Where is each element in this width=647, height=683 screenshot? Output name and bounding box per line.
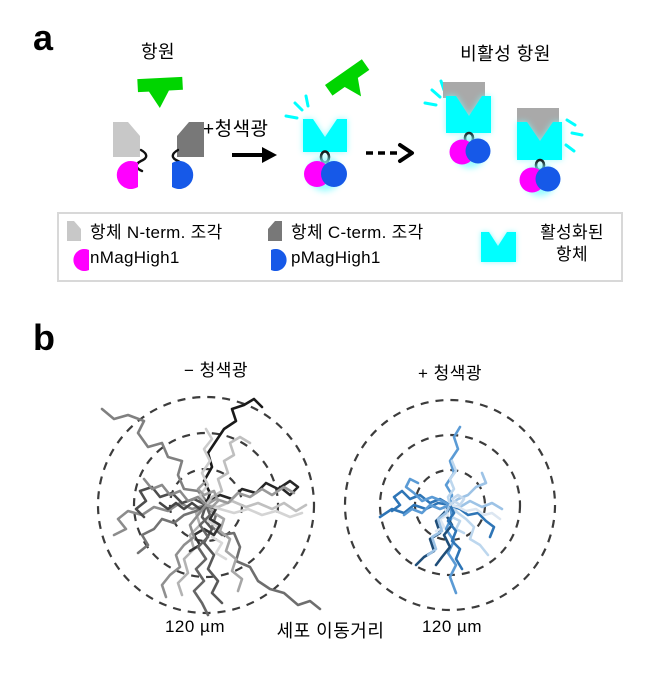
cell-track <box>378 501 452 519</box>
n-term-fragment-shape <box>113 122 140 157</box>
antigen-shape <box>137 76 183 109</box>
activated-antibody-shape <box>517 122 562 160</box>
sparkle-line <box>430 88 442 99</box>
cell-track <box>136 503 208 555</box>
dashed-arrow <box>366 143 414 163</box>
cell-track <box>204 503 304 519</box>
cell-track <box>204 503 244 593</box>
nmag-shape <box>116 161 138 189</box>
cell-track <box>448 503 502 521</box>
cell-track <box>204 479 300 503</box>
panel-a-letter: a <box>33 17 54 58</box>
scale-label-left: 120 µm <box>164 617 226 636</box>
cell-track <box>160 503 208 599</box>
cell-track <box>446 503 464 571</box>
sparkle-line <box>423 101 438 107</box>
sparkle-group <box>423 79 446 107</box>
inactive-antigen-label: 비활성 항원 <box>460 44 551 64</box>
cell-track <box>142 477 208 507</box>
cell-track <box>188 503 222 553</box>
sparkle-line <box>564 143 576 153</box>
cell-track <box>448 471 488 507</box>
activated-antibody-shape <box>303 119 347 152</box>
migration-distance-caption: 세포 이동거리 <box>276 621 385 641</box>
legend-label-pmag: pMagHigh1 <box>291 248 381 267</box>
legend-icons-svg <box>67 221 516 271</box>
track-plot-minus-blue-light <box>96 395 322 617</box>
legend-box: 항체 N-term. 조각 항체 C-term. 조각 nMagHigh1 pM… <box>57 212 623 282</box>
cell-track <box>448 503 490 557</box>
pmag-shape <box>321 161 347 187</box>
plot-title-plus-blue-light: + 청색광 <box>417 364 483 383</box>
cell-track <box>426 503 452 557</box>
cell-track <box>192 503 212 617</box>
panel-b-letter: b <box>33 317 55 358</box>
cell-track <box>158 501 208 511</box>
cell-track <box>390 489 452 513</box>
distance-ring <box>343 398 557 612</box>
activated-antibody-shape <box>446 96 491 133</box>
released-antigen <box>325 59 370 97</box>
sparkle-group <box>284 94 310 120</box>
pmag-shape <box>535 166 561 192</box>
plot-title-minus-blue-light: − 청색광 <box>183 361 249 380</box>
cell-track <box>204 499 308 513</box>
c-term-fragment-shape <box>177 122 204 157</box>
solid-arrow <box>232 147 277 163</box>
sparkle-line <box>565 118 577 127</box>
sparkle-line <box>304 94 310 108</box>
cell-track <box>448 493 466 507</box>
c-term-fragment-icon <box>268 221 282 241</box>
sparkle-group <box>564 118 584 153</box>
cell-track <box>100 407 210 505</box>
pmag-icon <box>271 249 287 271</box>
sparkle-line <box>284 114 299 120</box>
n-term-fragment-icon <box>67 221 81 241</box>
legend-label-nmag: nMagHigh1 <box>90 248 180 267</box>
antigen-label: 항원 <box>140 42 176 62</box>
cell-track <box>402 503 452 517</box>
cell-track <box>404 477 452 507</box>
panel-a-diagram-svg <box>113 59 584 196</box>
blue-light-label: +청색광 <box>203 119 269 140</box>
cell-track <box>196 481 220 509</box>
sparkle-line <box>293 101 304 112</box>
cell-track <box>204 485 296 507</box>
pmag-shape <box>172 161 194 189</box>
pmag-shape <box>465 138 491 164</box>
sparkle-line <box>570 131 584 137</box>
scale-label-right: 120 µm <box>421 617 483 636</box>
activated-antibody-icon <box>481 232 516 262</box>
track-plots-svg <box>96 395 557 617</box>
legend-label-activated: 활성화된 항체 <box>540 223 604 265</box>
legend-label-n-term: 항체 N-term. 조각 <box>90 223 223 242</box>
legend-label-c-term: 항체 C-term. 조각 <box>291 223 424 242</box>
cell-track <box>204 435 252 507</box>
inactive-antigen-shape <box>443 82 485 98</box>
cell-track <box>204 505 322 611</box>
inactive-antigen-tip <box>452 96 484 119</box>
nmag-icon <box>73 249 89 271</box>
track-plot-plus-blue-light <box>343 398 557 612</box>
inactive-antigen-shape <box>517 108 559 124</box>
cell-track <box>446 459 458 507</box>
inactive-antigen-tip <box>525 121 555 145</box>
antigen-shape <box>325 59 370 97</box>
